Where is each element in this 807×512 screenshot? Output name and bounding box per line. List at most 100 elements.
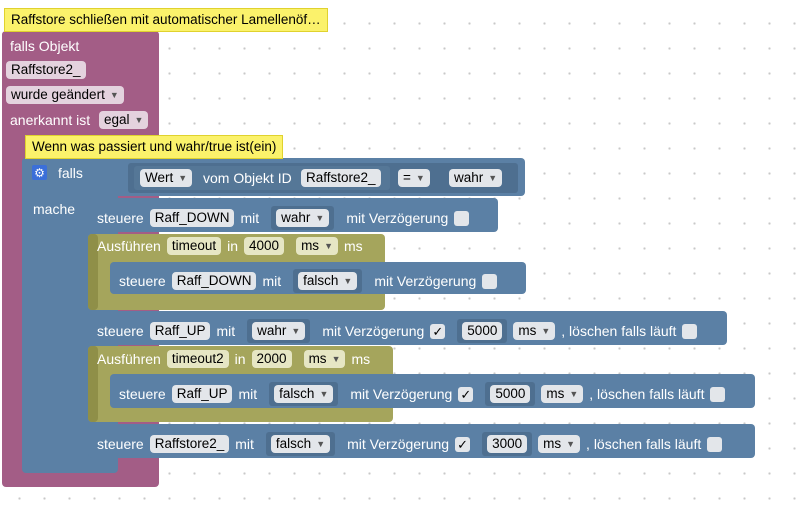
value-socket: falsch▼ [265, 432, 336, 456]
if-label: falls [58, 165, 83, 181]
delay-unit-dropdown[interactable]: ms ▼ [541, 385, 584, 403]
control-row-1: steuere Raff_DOWN mit wahr▼ mit Verzöger… [97, 206, 470, 230]
trigger-object-field[interactable]: Raffstore2_ [6, 61, 86, 79]
dropdown-arrow-icon: ▼ [541, 326, 551, 336]
operator-dropdown[interactable]: = ▼ [398, 169, 430, 187]
dropdown-arrow-icon: ▼ [569, 389, 579, 399]
in-label: in [227, 238, 239, 254]
value-dropdown[interactable]: falsch ▼ [274, 385, 334, 403]
timeout-unit-dropdown[interactable]: ms▼ [296, 237, 338, 255]
dropdown-arrow-icon: ▼ [343, 276, 353, 286]
control-target[interactable]: Raff_DOWN [149, 209, 235, 227]
gear-icon[interactable]: ⚙ [32, 165, 47, 180]
value-dropdown[interactable]: falsch▼ [270, 435, 331, 453]
delay-label: mit Verzögerung [350, 386, 453, 402]
control-target[interactable]: Raff_UP [149, 322, 211, 340]
dropdown-arrow-icon: ▼ [331, 354, 341, 364]
dropdown-arrow-icon: ▼ [316, 439, 326, 449]
execute-label: Ausführen [97, 351, 161, 367]
delay-unit-dropdown[interactable]: ms ▼ [538, 435, 581, 453]
timeout-spine [88, 234, 98, 310]
delay-checkbox[interactable] [454, 210, 470, 226]
checkmark-icon[interactable]: ✓ [458, 386, 474, 402]
delay-socket: 5000 [485, 382, 536, 406]
unit-label: ms [351, 351, 371, 367]
dropdown-arrow-icon: ▼ [109, 90, 119, 100]
value-dropdown[interactable]: wahr▼ [252, 322, 306, 340]
clear-label: , löschen falls läuft [589, 386, 705, 402]
value-text: falsch [279, 386, 315, 401]
delay-value-field[interactable]: 5000 [490, 385, 531, 403]
delay-label: mit Verzögerung [346, 210, 449, 226]
with-label: mit [262, 273, 282, 289]
comment-top[interactable]: Raffstore schließen mit automatischer La… [4, 8, 328, 32]
dropdown-arrow-icon: ▼ [488, 173, 498, 183]
delay-label: mit Verzögerung [347, 436, 450, 452]
unit-value: ms [543, 436, 562, 451]
trigger-object-value: Raffstore2_ [11, 62, 81, 77]
trigger-if-label: falls Objekt [10, 38, 80, 54]
timeout-header-2: Ausführen timeout2 in 2000 ms ▼ ms [97, 350, 370, 368]
clear-checkbox[interactable] [710, 386, 726, 402]
compare-value-dropdown[interactable]: wahr ▼ [449, 169, 503, 187]
control-target[interactable]: Raff_DOWN [171, 272, 257, 290]
control-target[interactable]: Raff_UP [171, 385, 233, 403]
timeout-name-field[interactable]: timeout2 [166, 350, 229, 368]
delay-value-field[interactable]: 3000 [487, 435, 528, 453]
execute-label: Ausführen [97, 238, 161, 254]
unit-value: ms [518, 323, 537, 338]
timeout-unit-dropdown[interactable]: ms ▼ [303, 350, 346, 368]
checkmark-icon[interactable]: ✓ [455, 436, 471, 452]
delay-checkbox[interactable] [482, 273, 498, 289]
unit-value: ms [546, 386, 565, 401]
trigger-ack-label: anerkannt ist [10, 112, 91, 128]
timeout-name-field[interactable]: timeout [166, 237, 222, 255]
clear-checkbox[interactable] [707, 436, 723, 452]
delay-label: mit Verzögerung [322, 323, 425, 339]
timeout-header-1: Ausführen timeout in 4000 ms▼ ms [97, 237, 363, 255]
checkmark-icon[interactable]: ✓ [430, 323, 446, 339]
control-row-5: steuere Raffstore2_ mit falsch▼ mit Verz… [97, 432, 723, 456]
control-row-4: steuere Raff_UP mit falsch ▼ mit Verzöger… [119, 382, 726, 406]
timeout-value-field[interactable]: 4000 [244, 237, 285, 255]
with-label: mit [240, 210, 260, 226]
dropdown-arrow-icon: ▼ [291, 326, 301, 336]
delay-unit-dropdown[interactable]: ms ▼ [513, 322, 556, 340]
trigger-ack-dropdown[interactable]: egal ▼ [99, 111, 149, 129]
dropdown-arrow-icon: ▼ [315, 213, 325, 223]
value-socket: falsch ▼ [269, 382, 339, 406]
delay-value-field[interactable]: 5000 [462, 322, 503, 340]
control-target[interactable]: Raffstore2_ [149, 435, 230, 453]
value-socket: wahr▼ [271, 206, 335, 230]
clear-checkbox[interactable] [682, 323, 698, 339]
dropdown-arrow-icon: ▼ [566, 439, 576, 449]
operator-value: = [403, 170, 411, 185]
condition-object-field[interactable]: Raffstore2_ [301, 169, 381, 187]
compare-value: wahr [454, 170, 484, 185]
value-dropdown[interactable]: falsch▼ [298, 272, 358, 290]
control-row-3: steuere Raff_UP mit wahr▼ mit Verzögerun… [97, 319, 698, 343]
trigger-changed-dropdown[interactable]: wurde geändert ▼ [6, 86, 124, 104]
dropdown-arrow-icon: ▼ [415, 173, 425, 183]
dropdown-arrow-icon: ▼ [319, 389, 329, 399]
condition-object-value: Raffstore2_ [306, 170, 376, 185]
unit-label: ms [343, 238, 363, 254]
value-dropdown[interactable]: wahr▼ [276, 209, 330, 227]
timeout-value-field[interactable]: 2000 [251, 350, 292, 368]
control-row-2: steuere Raff_DOWN mit falsch▼ mit Verzög… [119, 269, 498, 293]
value-socket: wahr▼ [247, 319, 311, 343]
with-label: mit [216, 323, 236, 339]
with-label: mit [238, 386, 258, 402]
wert-value: Wert [145, 170, 174, 185]
unit-value: ms [308, 351, 327, 366]
dropdown-arrow-icon: ▼ [134, 115, 144, 125]
in-label: in [234, 351, 246, 367]
control-label: steuere [97, 323, 144, 339]
clear-label: , löschen falls läuft [586, 436, 702, 452]
wert-dropdown[interactable]: Wert ▼ [140, 169, 193, 187]
control-label: steuere [97, 210, 144, 226]
comment-inner[interactable]: Wenn was passiert und wahr/true ist(ein) [25, 135, 284, 159]
control-label: steuere [119, 386, 166, 402]
control-label: steuere [119, 273, 166, 289]
dropdown-arrow-icon: ▼ [324, 241, 333, 251]
